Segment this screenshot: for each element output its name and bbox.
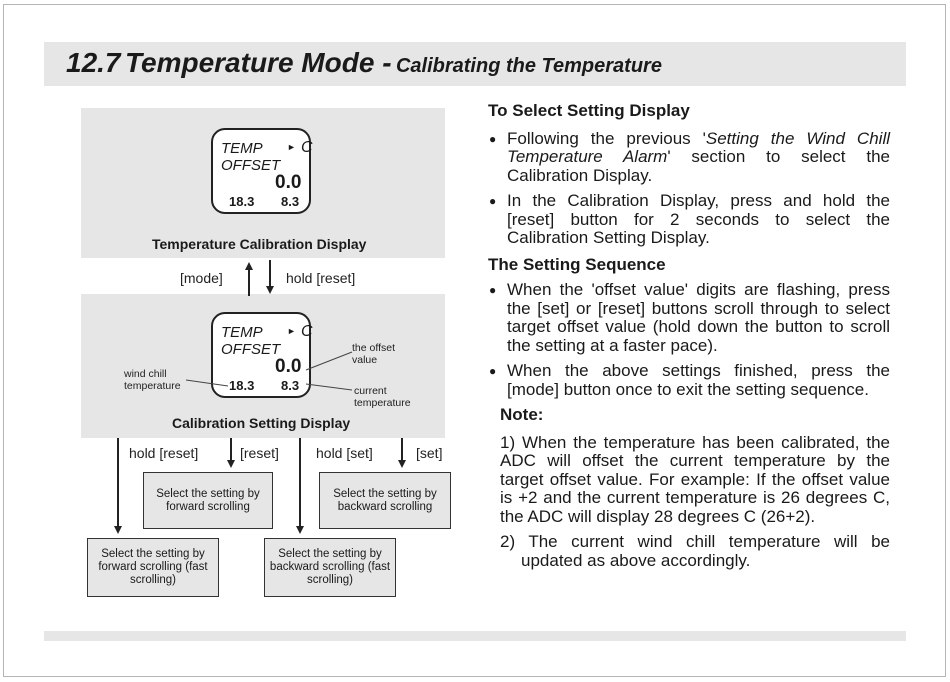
bullet-icon: ●: [489, 283, 497, 297]
flow-label-reset: [reset]: [240, 445, 279, 461]
lcd-current-reading: 8.3: [281, 194, 300, 209]
box-backward-fast-scrolling: Select the setting by backward scrolling…: [264, 538, 396, 597]
bullet2-text: In the Calibration Display, press and ho…: [507, 191, 890, 247]
lcd-offset-label: OFFSET: [221, 157, 281, 174]
bullet-calibration-display: ● In the Calibration Display, press and …: [488, 191, 890, 248]
bullet3-text: When the 'offset value' digits are flash…: [507, 280, 890, 355]
heading-select-setting-display: To Select Setting Display: [488, 101, 690, 120]
lcd-display-1: TEMP ► C OFFSET 0.0 18.3 8.3: [211, 128, 313, 214]
box-forward-fast-scrolling: Select the setting by forward scrolling …: [87, 538, 219, 597]
section-heading: Temperature Mode -: [124, 47, 392, 78]
bullet-following-previous: ● Following the previous 'Setting the Wi…: [488, 128, 890, 186]
page-frame: [3, 4, 946, 677]
flow-label-hold-set: hold [set]: [316, 445, 373, 461]
section-subtitle: Calibrating the Temperature: [395, 55, 662, 77]
lcd-unit: C: [301, 139, 313, 156]
lcd-display-2: TEMP ► C OFFSET 0.0 18.3 8.3: [211, 312, 313, 398]
bullet-icon: ●: [489, 194, 497, 208]
callout-current-temperature: current temperature: [354, 385, 411, 409]
bullet1-text-pre: Following the previous ': [507, 128, 706, 148]
bullet-icon: ●: [489, 364, 497, 378]
section-number: 12.7: [66, 47, 121, 78]
header-band: [44, 42, 906, 86]
box-forward-scrolling: Select the setting by forward scrolling: [143, 472, 273, 529]
flow-label-hold-reset: hold [reset]: [129, 445, 199, 461]
lcd-temp-label: TEMP: [221, 140, 263, 157]
callout-line-current: [305, 383, 353, 391]
lcd-current-reading: 8.3: [281, 378, 300, 393]
footer-band: [44, 631, 906, 641]
note-1: 1) When the temperature has been calibra…: [500, 432, 890, 526]
note-2: 2) The current wind chill temperature wi…: [500, 532, 890, 570]
lcd-offset-value: 0.0: [275, 172, 302, 193]
lcd-offset-value: 0.0: [275, 356, 302, 377]
section-title: 12.7 Temperature Mode - Calibrating the …: [66, 47, 662, 79]
callout-line-wind: [185, 379, 229, 387]
box-backward-scrolling: Select the setting by backward scrolling: [319, 472, 451, 529]
bullet-icon: ●: [489, 131, 497, 146]
callout-wind-chill: wind chill temperature: [124, 368, 181, 392]
bullet-offset-flashing: ● When the 'offset value' digits are fla…: [488, 280, 890, 355]
lcd-temp-label: TEMP: [221, 324, 263, 341]
flow-label-set: [set]: [416, 445, 443, 461]
bullet-settings-finished: ● When the above settings finished, pres…: [488, 361, 890, 399]
callout-line-offset: [305, 351, 353, 371]
triangle-icon: ►: [287, 142, 296, 152]
lcd-offset-label: OFFSET: [221, 341, 281, 358]
lcd-unit: C: [301, 323, 313, 340]
lcd-wind-chill-reading: 18.3: [229, 378, 255, 393]
callout-offset-value: the offset value: [352, 342, 396, 366]
note-heading: Note:: [500, 405, 544, 424]
bullet1-text-italic: Setting the Wind Chill Temperature Alarm: [507, 128, 890, 166]
arrow-label-mode: [mode]: [180, 270, 223, 286]
display1-caption: Temperature Calibration Display: [152, 236, 367, 252]
triangle-icon: ►: [287, 326, 296, 336]
arrow-label-hold-reset: hold [reset]: [286, 270, 356, 286]
bullet1-text-post: ' section to select the Calibration Disp…: [507, 147, 890, 185]
bullet4-text: When the above settings finished, press …: [507, 361, 890, 399]
display2-caption: Calibration Setting Display: [172, 415, 351, 431]
instructions-column: To Select Setting Display ● Following th…: [488, 101, 890, 570]
heading-setting-sequence: The Setting Sequence: [488, 254, 666, 274]
lcd-wind-chill-reading: 18.3: [229, 194, 255, 209]
